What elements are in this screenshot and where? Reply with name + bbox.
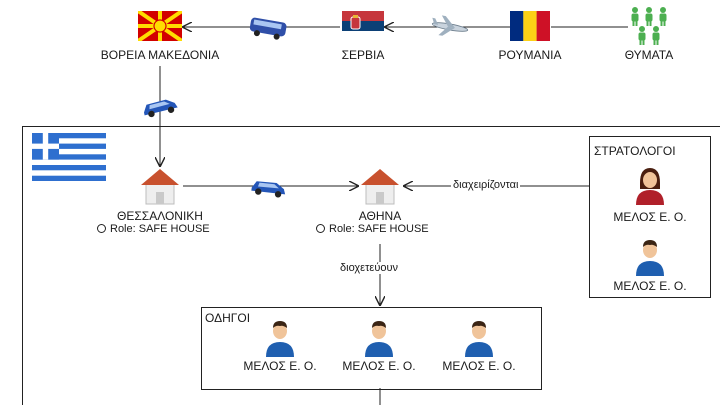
- airplane-icon: [431, 15, 469, 36]
- person-icon: [636, 168, 664, 205]
- macedonia-flag-icon: [138, 11, 182, 41]
- romania-flag-icon: [510, 11, 550, 41]
- recruiters-box: [589, 136, 711, 298]
- drivers-box: [201, 307, 542, 390]
- house-icon: [361, 169, 399, 205]
- role-bullet-icon: [97, 224, 106, 233]
- romania-label: ΡΟΥΜΑΝΙΑ: [498, 48, 562, 62]
- person-icon: [266, 321, 294, 357]
- thessaloniki-role: Role: SAFE HOUSE: [97, 223, 210, 235]
- serbia-label: ΣΕΡΒΙΑ: [341, 48, 385, 62]
- recruiter-member-label: ΜΕΛΟΣ Ε. Ο.: [613, 279, 687, 293]
- person-icon: [465, 321, 493, 357]
- channel-edge-label: διοχετεύουν: [338, 262, 400, 274]
- macedonia-label: ΒΟΡΕΙΑ ΜΑΚΕΔΟΝΙΑ: [100, 48, 220, 62]
- drivers-title: ΟΔΗΓΟΙ: [203, 311, 253, 325]
- bus-icon: [249, 17, 287, 40]
- driver-member-label: ΜΕΛΟΣ Ε. Ο.: [342, 359, 416, 373]
- serbia-flag-icon: [342, 11, 384, 41]
- recruiter-member-label: ΜΕΛΟΣ Ε. Ο.: [613, 210, 687, 224]
- victims-group-icon: [631, 7, 667, 45]
- driver-member-label: ΜΕΛΟΣ Ε. Ο.: [243, 359, 317, 373]
- greece-container: [22, 126, 720, 405]
- manage-edge-label: διαχειρίζονται: [451, 179, 521, 191]
- athens-role-text: Role: SAFE HOUSE: [329, 223, 429, 235]
- thessaloniki-role-text: Role: SAFE HOUSE: [110, 223, 210, 235]
- athens-label: ΑΘΗΝΑ: [358, 209, 402, 223]
- house-icon: [141, 169, 179, 205]
- person-icon: [636, 240, 664, 276]
- thessaloniki-label: ΘΕΣΣΑΛΟΝΙΚΗ: [117, 209, 203, 223]
- driver-member-label: ΜΕΛΟΣ Ε. Ο.: [442, 359, 516, 373]
- victims-label: ΘΥΜΑΤΑ: [624, 48, 674, 62]
- greece-flag-icon: [32, 133, 106, 181]
- car-icon: [143, 99, 178, 118]
- athens-role: Role: SAFE HOUSE: [316, 223, 429, 235]
- car-icon: [251, 181, 286, 198]
- person-icon: [365, 321, 393, 357]
- role-bullet-icon: [316, 224, 325, 233]
- recruiters-title: ΣΤΡΑΤΟΛΟΓΟΙ: [592, 144, 678, 158]
